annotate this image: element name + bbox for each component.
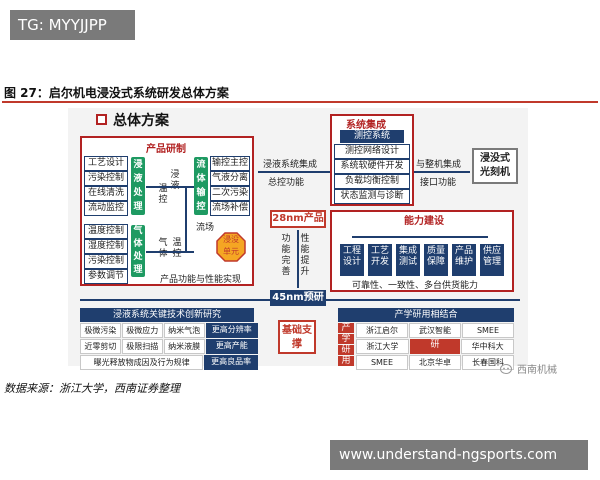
source-note: 数据来源：浙江大学，西南证券整理 <box>4 382 180 395</box>
nozzle-octagon-icon <box>216 232 246 262</box>
label-interface: 接口功能 <box>420 178 457 188</box>
product-dev-title: 产品研制 <box>146 144 186 155</box>
nozzle-unit: 浸没单元 <box>216 232 246 262</box>
key-tech-cell: 更高产能 <box>205 339 258 354</box>
list-a-item: 工艺设计 <box>84 156 128 171</box>
figure-title: 图 27：启尔机电浸没式系统研发总体方案 <box>4 86 229 100</box>
system-integration-item: 测控网络设计 <box>334 144 410 159</box>
industry-cell: 浙江启尔 <box>356 323 408 338</box>
key-tech-title: 浸液系统关键技术创新研究 <box>80 308 254 322</box>
brand-watermark: 西南机械 <box>500 361 557 376</box>
list-a-item: 流动监控 <box>84 201 128 216</box>
capability-item: 工艺开发 <box>368 244 392 276</box>
capability-item: 集成测试 <box>396 244 420 276</box>
list-b-item: 污染控制 <box>84 254 128 269</box>
capability-caption: 可靠性、一致性、多台供货能力 <box>352 281 479 291</box>
capability-list: 工程设计 工艺开发 集成测试 质量保障 产品维护 供应管理 <box>340 244 508 276</box>
overall-plan-title: 总体方案 <box>113 113 169 129</box>
industry-side-cell: 研 <box>338 345 354 355</box>
checkbox-icon <box>96 114 107 125</box>
label-temp: 温控 <box>158 184 168 205</box>
system-integration-title: 系统集成 <box>346 120 386 131</box>
key-tech-cell: 极微应力 <box>121 323 163 338</box>
industry-side-cell: 产 <box>338 323 354 333</box>
label-flowfield: 流场 <box>196 223 215 233</box>
system-integration-item: 系统软硬件开发 <box>334 159 410 174</box>
capability-title: 能力建设 <box>404 216 444 227</box>
key-tech-cell: 纳米气泡 <box>163 323 205 338</box>
lithography-label: 浸没式光刻机 <box>480 153 510 178</box>
key-tech-cell: 曝光释放物成因及行为规律 <box>80 355 204 370</box>
arrow-shaft <box>414 171 470 173</box>
key-tech-cell: 近零剪切 <box>80 339 121 354</box>
list-a: 工艺设计 污染控制 在线清洗 流动监控 <box>84 156 128 216</box>
connector <box>185 186 187 252</box>
list-a-item: 在线清洗 <box>84 186 128 201</box>
list-a-item: 污染控制 <box>84 171 128 186</box>
label-perf-perfect: 功能完善 <box>281 234 291 277</box>
industry-side-cell: 用 <box>338 356 354 366</box>
node-45nm: 45nm预研 <box>270 290 326 306</box>
watermark-top: TG: MYYJJPP <box>10 10 135 40</box>
key-tech-cell: 极微污染 <box>80 323 121 338</box>
label-immersion: 浸液 <box>170 170 180 191</box>
system-integration-list: 测控网络设计 系统软硬件开发 负载均衡控制 状态监测与诊断 <box>334 144 410 204</box>
list-c-item: 气液分离 <box>210 171 250 186</box>
arrow-shaft <box>258 171 330 173</box>
gas-processing: 气体处理 <box>131 225 145 277</box>
industry-title: 产学研用相结合 <box>338 308 514 322</box>
industry-cell: 华中科大 <box>461 339 515 354</box>
label-temp2: 温控 <box>172 238 182 259</box>
nozzle-unit-label: 浸没单元 <box>223 235 239 256</box>
capability-item: 供应管理 <box>480 244 504 276</box>
industry-side-cell: 学 <box>338 334 354 344</box>
connector <box>146 251 194 253</box>
list-c: 输控主控 气液分离 二次污染 流场补偿 <box>210 156 250 216</box>
industry-cell: 研 <box>409 339 461 354</box>
test-system: 测控系统 <box>340 130 404 143</box>
list-b-item: 温度控制 <box>84 224 128 239</box>
connector <box>146 186 194 188</box>
label-immersion-integration: 浸液系统集成 <box>263 160 318 170</box>
watermark-bottom: www.understand-ngsports.com <box>330 440 588 470</box>
industry-cell: 北京华卓 <box>409 355 461 370</box>
label-gas: 气体 <box>158 238 168 259</box>
capability-item: 质量保障 <box>424 244 448 276</box>
node-28nm: 28nm产品 <box>270 210 326 228</box>
liquid-processing: 浸液处理 <box>131 157 145 215</box>
flow-control: 流体输控 <box>194 157 208 215</box>
industry-grid: 浙江启尔 武汉智能 SMEE 浙江大学 研 华中科大 SMEE 北京华卓 长春国… <box>356 323 515 370</box>
wechat-icon <box>500 363 512 374</box>
base-support: 基础支撑 <box>278 320 316 354</box>
capability-item: 产品维护 <box>452 244 476 276</box>
industry-cell: SMEE <box>356 355 408 370</box>
key-tech-cell: 更高分辨率 <box>205 323 258 338</box>
list-b-item: 湿度控制 <box>84 239 128 254</box>
list-c-item: 输控主控 <box>210 156 250 171</box>
arrow-shaft <box>297 230 299 288</box>
capability-item: 工程设计 <box>340 244 364 276</box>
connector <box>352 236 488 238</box>
system-integration-item: 负载均衡控制 <box>334 174 410 189</box>
key-tech-grid: 极微污染 极微应力 纳米气泡 更高分辨率 近零剪切 极限扫描 纳米液膜 更高产能… <box>80 323 258 370</box>
list-b-item: 参数调节 <box>84 269 128 284</box>
list-c-item: 二次污染 <box>210 186 250 201</box>
key-tech-cell: 更高良品率 <box>204 355 258 370</box>
lithography-box <box>472 148 518 184</box>
product-dev-caption: 产品功能与性能实现 <box>160 275 242 285</box>
title-rule <box>2 101 598 103</box>
industry-cell: 武汉智能 <box>409 323 461 338</box>
industry-side: 产 学 研 用 <box>338 323 354 366</box>
list-c-item: 流场补偿 <box>210 201 250 216</box>
system-integration-item: 状态监测与诊断 <box>334 189 410 204</box>
key-tech-cell: 极限扫描 <box>121 339 163 354</box>
key-tech-cell: 纳米液膜 <box>163 339 205 354</box>
list-b: 温度控制 湿度控制 污染控制 参数调节 <box>84 224 128 284</box>
label-master-control: 总控功能 <box>268 178 305 188</box>
industry-cell: SMEE <box>462 323 514 338</box>
label-perf-improve: 性能提升 <box>300 234 310 277</box>
label-machine-integration: 与整机集成 <box>416 160 462 170</box>
brand-label: 西南机械 <box>517 365 557 376</box>
industry-cell: 浙江大学 <box>356 339 409 354</box>
